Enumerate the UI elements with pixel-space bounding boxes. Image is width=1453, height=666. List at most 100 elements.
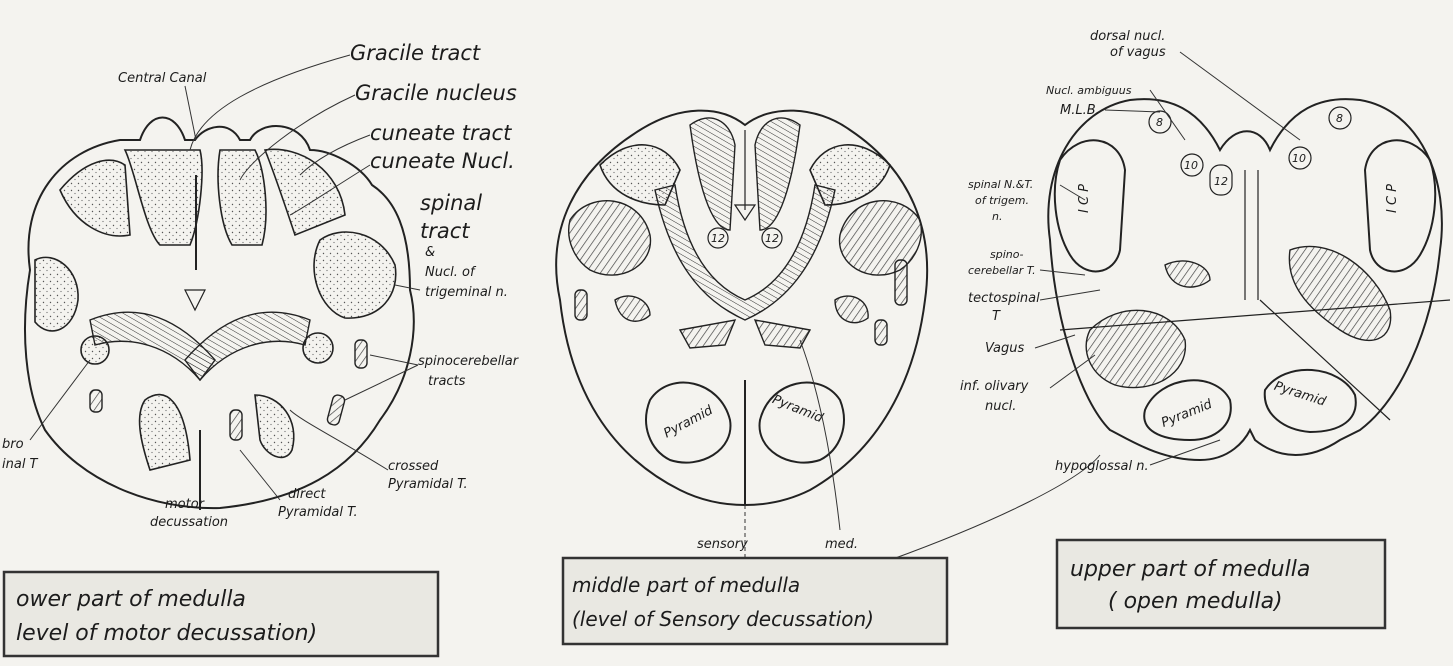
label-n: n.: [992, 210, 1002, 223]
label-central-canal: Central Canal: [118, 71, 207, 86]
label-n10-left: 10: [1184, 159, 1198, 172]
label-of-vagus: of vagus: [1110, 45, 1166, 60]
caption-middle-box: [563, 558, 947, 644]
medial-lemniscus-left: [680, 320, 735, 348]
crossed-pyramidal-right: [255, 395, 294, 457]
leader-spinocerebellar: [1040, 270, 1085, 275]
leader-tectospinal: [1040, 290, 1100, 300]
olive-right: [835, 296, 868, 323]
olive-left: [615, 296, 650, 321]
cuneate-tract-left: [60, 160, 130, 236]
cuneate-tract-right: [265, 149, 345, 235]
caption-middle: middle part of medulla (level of Sensory…: [563, 558, 947, 644]
label-n8-right: 8: [1336, 112, 1343, 125]
label-direct-pyramidal: Pyramidal T.: [278, 505, 358, 520]
spinocerebellar-patch: [1165, 261, 1210, 287]
tract-bar-2: [326, 394, 345, 426]
leader-gracile-tract: [190, 55, 350, 150]
central-canal-arrow: [185, 290, 205, 310]
caption-lower-line1: ower part of medulla: [16, 587, 246, 612]
mid-tract-bar-2: [895, 260, 907, 305]
label-inal-t: inal T: [2, 457, 39, 472]
label-amp: &: [425, 245, 435, 260]
gracile-nucleus-left: [690, 118, 735, 230]
label-pyramid-left: Pyramid: [661, 403, 716, 442]
label-gracile-tract: Gracile tract: [350, 41, 481, 65]
spinal-trigeminal-left: [569, 201, 651, 275]
trigeminal-nucleus-right: [314, 232, 396, 318]
central-canal-arrow-middle: [735, 130, 755, 220]
gracile-nucleus-right: [755, 118, 800, 230]
label-vagus: Vagus: [985, 341, 1025, 356]
label-motor-decussation: decussation: [150, 515, 228, 530]
gracile-tract-left: [125, 150, 202, 245]
label-mlb: M.L.B.: [1060, 103, 1100, 118]
motor-decussation-fibers-right: [185, 312, 310, 380]
icp-right: [1365, 140, 1435, 271]
tract-bar-4: [230, 410, 242, 440]
label-bro: bro: [2, 437, 24, 452]
label-n12: 12: [1214, 175, 1228, 188]
label-n10-right: 10: [1292, 152, 1306, 165]
midline-mlf: [1245, 170, 1258, 300]
lower-medulla-section: Central Canal Gracile tract Gracile nucl…: [2, 41, 520, 530]
label-icp-right: I C P: [1385, 184, 1400, 213]
leader-bro: [30, 360, 90, 440]
label-hypoglossal-n: hypoglossal n.: [1055, 459, 1149, 474]
label-tracts: tracts: [428, 374, 466, 389]
leader-trigeminal: [395, 285, 420, 290]
label-cerebellar-t: cerebellar T.: [968, 264, 1036, 277]
gracile-tract-right: [218, 150, 266, 245]
trigeminal-nucleus-left: [35, 257, 78, 331]
direct-pyramidal-left: [140, 395, 190, 470]
label-crossed-pyramidal: Pyramidal T.: [388, 477, 468, 492]
caption-lower-line2: level of motor decussation): [16, 621, 317, 646]
mid-tract-bar-3: [875, 320, 887, 345]
caption-upper-line2: ( open medulla): [1108, 589, 1283, 614]
spinocerebellar-tract-right: [303, 333, 333, 363]
caption-middle-line1: middle part of medulla: [572, 573, 800, 597]
label-nucl-ambiguus: Nucl. ambiguus: [1046, 84, 1132, 97]
label-nucl-of: Nucl. of: [425, 265, 477, 280]
label-spinocerebellar: spinocerebellar: [418, 354, 520, 369]
label-med: med.: [825, 537, 858, 552]
label-icp-left: I C P: [1077, 184, 1092, 213]
label-direct: direct: [288, 487, 326, 502]
label-spinal-n-t: spinal N.&T.: [968, 178, 1033, 191]
label-crossed: crossed: [388, 459, 439, 474]
label-gracile-nucleus: Gracile nucleus: [355, 81, 517, 105]
label-dorsal-nucl: dorsal nucl.: [1090, 29, 1165, 44]
label-nucl: nucl.: [985, 399, 1016, 414]
label-tract: tract: [420, 219, 470, 243]
caption-lower: ower part of medulla level of motor decu…: [4, 572, 438, 656]
spinal-trigeminal-right: [840, 201, 922, 275]
leader-hypoglossal: [1150, 440, 1220, 465]
caption-upper: upper part of medulla ( open medulla): [1057, 540, 1385, 628]
caption-middle-line2: (level of Sensory decussation): [572, 607, 874, 631]
label-cuneate-tract: cuneate tract: [370, 121, 512, 145]
label-n8-left: 8: [1156, 116, 1163, 129]
upper-medulla-section: I C P I C P 8 8 10 10 12 Pyramid Pyramid…: [960, 29, 1450, 474]
caption-upper-box: [1057, 540, 1385, 628]
label-inf-olivary: inf. olivary: [960, 379, 1029, 394]
label-tectospinal: tectospinal: [968, 291, 1040, 306]
leader-dorsal-nucl: [1180, 52, 1300, 140]
caption-upper-line1: upper part of medulla: [1070, 557, 1310, 582]
leader-mlb: [1105, 110, 1160, 112]
label-trigeminal-n: trigeminal n.: [425, 285, 508, 300]
leader-direct-pyramidal: [240, 450, 280, 500]
spinocerebellar-tract-left: [81, 336, 109, 364]
label-of-trigem: of trigem.: [975, 194, 1029, 207]
label-sensory: sensory: [697, 537, 748, 552]
label-motor: motor: [165, 497, 206, 512]
tract-bar-3: [90, 390, 102, 412]
label-n12-right: 12: [765, 232, 779, 245]
label-pyramid-upper-right: Pyramid: [1272, 379, 1328, 410]
leader-med-lemniscus: [800, 340, 840, 530]
label-spinal: spinal: [420, 191, 482, 215]
label-n12-left: 12: [711, 232, 725, 245]
label-spino: spino-: [990, 248, 1023, 261]
mid-tract-bar-1: [575, 290, 587, 320]
